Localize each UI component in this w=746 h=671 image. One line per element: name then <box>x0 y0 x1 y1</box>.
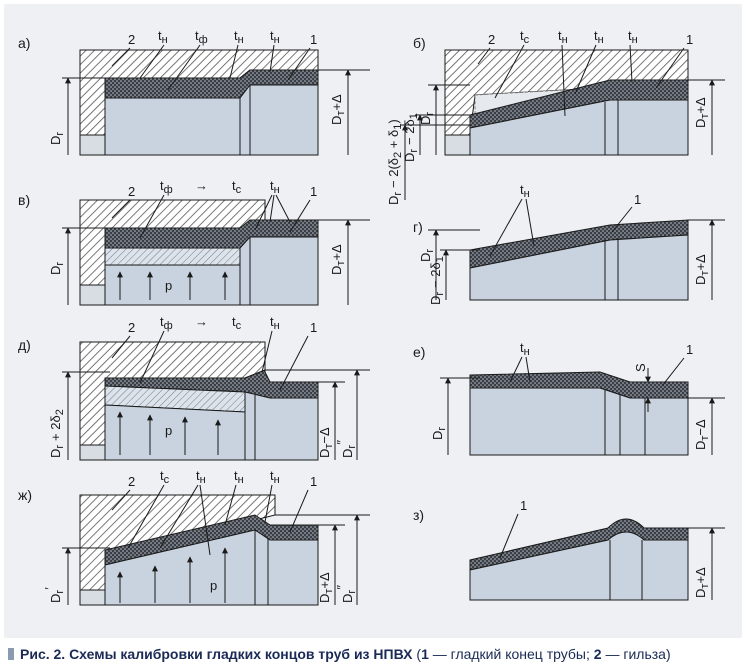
svg-text:1: 1 <box>520 498 527 513</box>
svg-text:е): е) <box>413 344 425 360</box>
label-2: 2 <box>128 32 135 47</box>
svg-text:ж): ж) <box>18 487 32 503</box>
svg-text:tс: tс <box>232 314 242 332</box>
svg-text:tн: tн <box>628 28 638 46</box>
label-p: p <box>165 278 172 293</box>
svg-text:г): г) <box>413 219 423 235</box>
panel-a: а) 2 1 tн tф tн tн Dг Dт+Δ <box>18 28 370 156</box>
svg-text:Dг: Dг <box>48 262 66 275</box>
label-1: 1 <box>310 32 317 47</box>
svg-text:Dт+Δ: Dт+Δ <box>329 94 347 125</box>
label-tn-2: t <box>234 28 238 43</box>
svg-text:2: 2 <box>488 32 495 47</box>
panel-e: е) S 1 tн Dг Dт−Δ <box>413 340 725 456</box>
svg-text:tн: tн <box>270 314 280 332</box>
dim-Dt-plus: D <box>329 116 344 125</box>
panel-b-letter: б) <box>413 35 426 51</box>
sleeve-tail <box>79 134 106 156</box>
panel-z: з) 1 Dт+Δ <box>413 498 725 601</box>
svg-text:Dг′: Dг′ <box>42 587 66 603</box>
svg-text:tн: tн <box>196 468 206 486</box>
svg-text:в): в) <box>18 192 30 208</box>
svg-text:2: 2 <box>128 474 135 489</box>
svg-text:1: 1 <box>310 320 317 335</box>
svg-text:2: 2 <box>128 184 135 199</box>
arrow-label: → <box>195 178 208 193</box>
label-tn-3: t <box>270 28 274 43</box>
caption-title: Рис. 2. Схемы калибровки гладких концов … <box>20 646 413 662</box>
svg-text:1: 1 <box>686 342 693 357</box>
svg-text:→: → <box>195 314 208 329</box>
svg-text:tн: tн <box>520 340 530 358</box>
dim-Dg: D <box>48 136 63 145</box>
panel-v: в) p 2 1 tф → tс tн Dг Dт+Δ <box>18 178 370 306</box>
svg-text:Dг − 2δ1: Dг − 2δ1 <box>402 113 420 162</box>
panel-d: д) p 2 1 tф → tс tн Dг + 2δ2 Dт−Δ Dг″ <box>18 314 370 461</box>
caption-bullet-icon <box>8 648 14 660</box>
svg-text:tн: tн <box>270 468 280 486</box>
svg-text:Dт+Δ: Dт+Δ <box>317 572 335 603</box>
figure-background <box>4 4 742 638</box>
panel-zh: ж) p 2 1 tс tн tн tн Dг′ Dт+Δ Dг″ <box>18 468 370 606</box>
mandrel-hatched <box>104 247 241 266</box>
figure-caption: Рис. 2. Схемы калибровки гладких концов … <box>8 646 744 662</box>
svg-text:Dт+Δ: Dт+Δ <box>693 254 711 285</box>
svg-text:Dг: Dг <box>48 132 66 145</box>
svg-text:Dг″: Dг″ <box>334 440 358 458</box>
svg-text:tф: tф <box>160 178 173 196</box>
svg-text:д): д) <box>18 337 31 353</box>
svg-text:tн: tн <box>594 28 604 46</box>
svg-text:Dт+Δ: Dт+Δ <box>329 244 347 275</box>
svg-text:tф: tф <box>160 314 173 332</box>
label-s: S <box>633 363 648 372</box>
svg-text:1: 1 <box>310 474 317 489</box>
panel-b: б) 2 1 tс tн tн tн Dг Dг − 2δ1 Dг − 2(δ2… <box>386 28 725 205</box>
svg-text:p: p <box>165 423 172 438</box>
svg-text:Dг″: Dг″ <box>334 585 358 603</box>
label-tc: t <box>520 28 524 43</box>
svg-text:1: 1 <box>310 184 317 199</box>
svg-text:Dт−Δ: Dт−Δ <box>693 419 711 450</box>
svg-text:з): з) <box>413 507 424 523</box>
svg-text:Dг: Dг <box>418 112 436 125</box>
svg-text:1: 1 <box>686 32 693 47</box>
svg-text:p: p <box>210 578 217 593</box>
svg-text:tн: tн <box>270 178 280 196</box>
svg-text:tн: tн <box>234 468 244 486</box>
label-tn-1: t <box>158 28 162 43</box>
svg-text:tс: tс <box>232 178 242 196</box>
svg-text:Dт+Δ: Dт+Δ <box>693 567 711 598</box>
svg-text:tф: tф <box>195 28 208 46</box>
svg-text:tн: tн <box>270 28 280 46</box>
pipe-body <box>469 99 689 156</box>
panel-g: г) 1 tн Dг Dг − 2δ1 Dт+Δ <box>413 182 725 305</box>
svg-text:Dг − 2δ1: Dг − 2δ1 <box>428 256 446 305</box>
svg-text:tс: tс <box>520 28 530 46</box>
svg-text:Dт+Δ: Dт+Δ <box>693 97 711 128</box>
svg-text:2: 2 <box>128 320 135 335</box>
svg-text:tн: tн <box>558 28 568 46</box>
svg-text:Dг − 2(δ2 + δ1): Dг − 2(δ2 + δ1) <box>386 119 404 205</box>
svg-text:1: 1 <box>634 192 641 207</box>
panel-a-letter: а) <box>18 35 30 51</box>
svg-text:tн: tн <box>158 28 168 46</box>
svg-text:tс: tс <box>160 468 170 486</box>
label-tf: t <box>195 28 199 43</box>
svg-text:tн: tн <box>520 182 530 200</box>
svg-text:Dг + 2δ2: Dг + 2δ2 <box>48 409 66 458</box>
svg-text:Dг: Dг <box>430 427 448 440</box>
svg-text:Dг: Dг <box>418 249 436 262</box>
svg-text:Dт−Δ: Dт−Δ <box>317 427 335 458</box>
svg-text:tн: tн <box>234 28 244 46</box>
